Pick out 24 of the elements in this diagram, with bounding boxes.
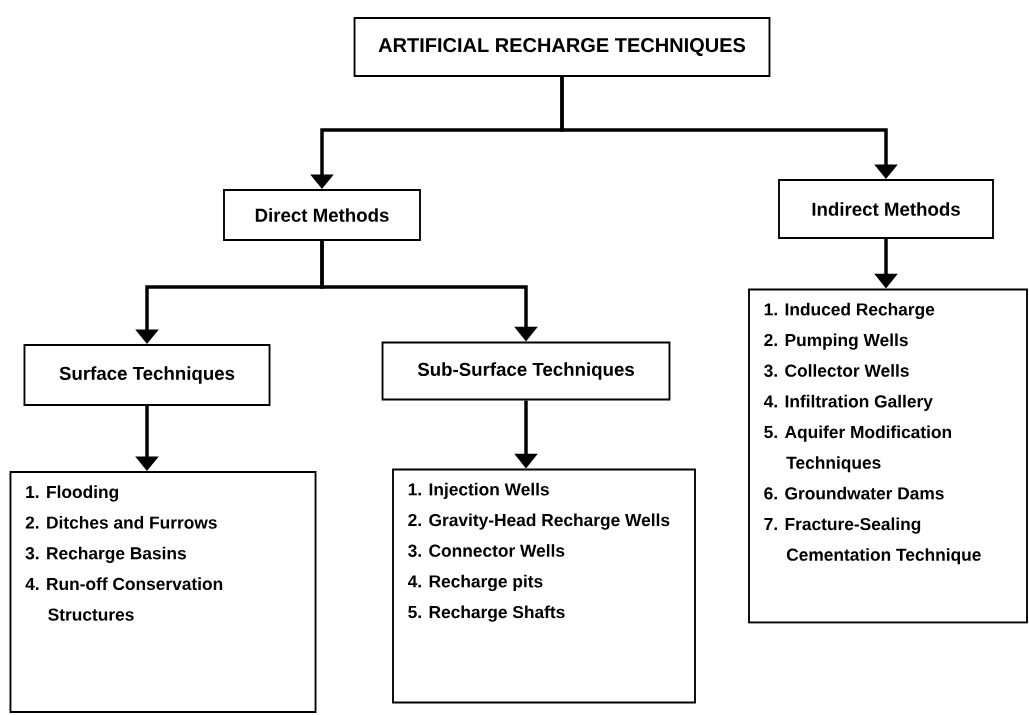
list-item: 1. Injection Wells [408,482,549,499]
category-box: Direct Methods [223,189,421,241]
list-item: 2. Gravity-Head Recharge Wells [408,513,670,530]
list-item: 2. Pumping Wells [764,333,908,350]
list-item: 3. Recharge Basins [25,546,186,563]
list-item: 4. Run-off Conservation Structures [25,577,223,621]
list-item: 5. Aquifer Modification Techniques [764,425,952,473]
category-box: Sub-Surface Techniques [381,341,671,401]
list-item: 1. Induced Recharge [764,302,935,320]
list-box [392,468,696,704]
category-box: Surface Techniques [23,344,271,406]
list-item: 2. Ditches and Furrows [25,516,217,529]
list-item: 5. Recharge Shafts [408,605,565,622]
list-item: 7. Fracture-Sealing Cementation Technique [764,517,981,565]
list-box [9,471,317,713]
list-item: 4. Infiltration Gallery [763,394,933,411]
list-item: 1. Flooding [26,485,119,502]
list-item: 4. Recharge pits [407,574,543,592]
list-item: 6. Groundwater Dams [764,486,944,500]
title-box: ARTIFICIAL RECHARGE TECHNIQUES [353,17,771,77]
list-item: 3. Collector Wells [764,364,909,377]
category-box: Indirect Methods [778,179,994,239]
list-box [748,288,1028,624]
list-item: 3. Connector Wells [408,544,565,557]
